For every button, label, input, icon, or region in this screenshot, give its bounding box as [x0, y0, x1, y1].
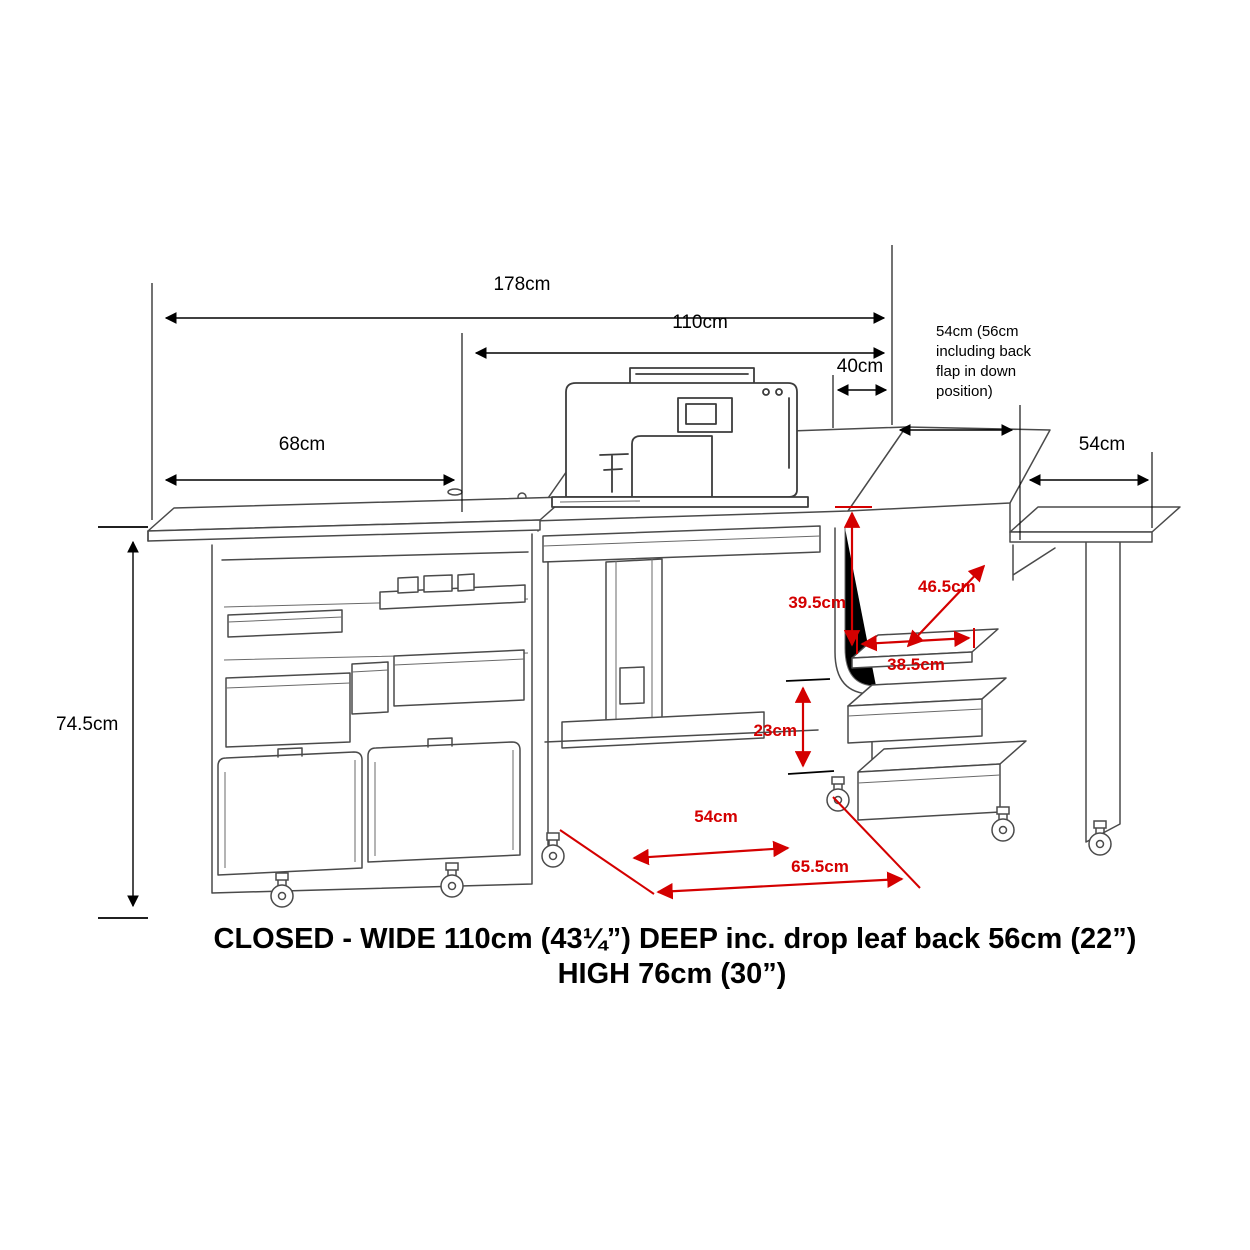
dim-closed-width-110: 110cm: [461, 312, 886, 512]
dim-knee-gap-23: 23cm: [754, 678, 835, 775]
caption-line-1: CLOSED - WIDE 110cm (43¼”) DEEP inc. dro…: [214, 923, 1137, 955]
castor-wheel: [541, 832, 565, 868]
dim-40-label: 40cm: [837, 356, 883, 377]
caption: CLOSED - WIDE 110cm (43¼”) DEEP inc. dro…: [214, 923, 1137, 990]
dim-left-leaf-68: 68cm: [164, 434, 456, 486]
note-line-1: 54cm (56cm: [936, 323, 1019, 340]
dim-right-leaf-54: 54cm: [1028, 434, 1153, 528]
castor-wheel: [270, 872, 294, 908]
note-line-2: including back: [936, 343, 1032, 360]
left-cabinet: [211, 533, 533, 894]
dim-knee-depth-65-5: 65.5cm: [656, 796, 921, 900]
right-cabinet: [847, 523, 1121, 843]
dim-65-5-label: 65.5cm: [791, 857, 849, 876]
note-line-3: flap in down: [936, 363, 1016, 380]
dim-height-74-5: 74.5cm: [56, 526, 148, 919]
left-drop-leaf: [147, 496, 567, 542]
dim-74-5-label: 74.5cm: [56, 714, 118, 735]
lift-mechanism: [542, 525, 821, 846]
dim-68-label: 68cm: [279, 434, 325, 455]
dim-total-width-178: 178cm: [151, 245, 893, 520]
dim-54-red-label: 54cm: [694, 807, 737, 826]
dim-knee-width-54: 54cm: [559, 807, 790, 895]
dim-178-label: 178cm: [493, 274, 550, 295]
castor-wheel: [440, 862, 464, 898]
castor-wheel: [826, 776, 850, 812]
dim-back-depth-40: 40cm: [832, 356, 888, 428]
dim-shelf-height-39-5: 39.5cm: [788, 506, 872, 647]
cabinet-drawing: [147, 367, 1181, 908]
right-drop-leaf: [1009, 506, 1181, 543]
dim-110-label: 110cm: [672, 312, 728, 333]
dim-46-5-label: 46.5cm: [918, 577, 976, 596]
dim-39-5-label: 39.5cm: [788, 593, 846, 612]
dim-54-right-label: 54cm: [1079, 434, 1125, 455]
note-line-4: position): [936, 383, 993, 400]
dim-23-label: 23cm: [754, 721, 797, 740]
dim-back-flap-note-54-56: 54cm (56cm including back flap in down p…: [898, 323, 1032, 540]
sewing-machine: [551, 367, 809, 508]
caption-line-2: HIGH 76cm (30”): [558, 958, 787, 990]
dim-shelf-width-38-5: 38.5cm: [856, 628, 975, 674]
dim-38-5-label: 38.5cm: [887, 655, 945, 674]
